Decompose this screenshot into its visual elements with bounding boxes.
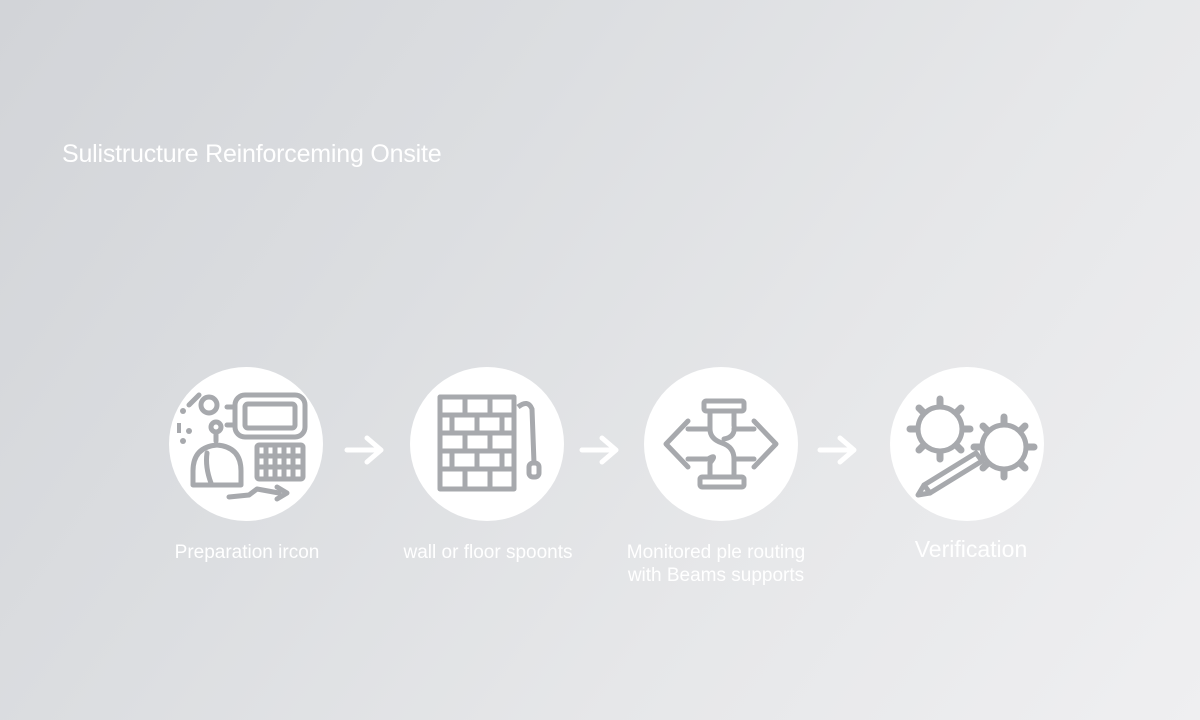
arrow-right-icon [578, 432, 622, 468]
tools-and-equipment-icon [177, 392, 308, 502]
pipe-routing-icon [663, 398, 779, 490]
arrow-right-icon [343, 432, 387, 468]
step-3-circle [644, 367, 798, 521]
page-title: Sulistructure Reinforceming Onsite [62, 140, 442, 168]
step-2-label: wall or floor spoonts [403, 542, 573, 563]
step-1-circle [169, 367, 323, 521]
brick-wall-icon [437, 394, 542, 492]
arrow-right-icon [816, 432, 860, 468]
step-1-label: Preparation ircon [174, 542, 320, 563]
step-3-label-line-2: with Beams supports [627, 565, 805, 586]
step-4-circle [890, 367, 1044, 521]
step-2-circle [410, 367, 564, 521]
step-3-label: Monitored ple routing with Beams support… [614, 541, 818, 587]
gears-and-wrench-icon [906, 395, 1038, 498]
step-4-label: Verification [914, 536, 1028, 562]
step-3-label-line-1: Monitored ple routing [626, 542, 806, 563]
